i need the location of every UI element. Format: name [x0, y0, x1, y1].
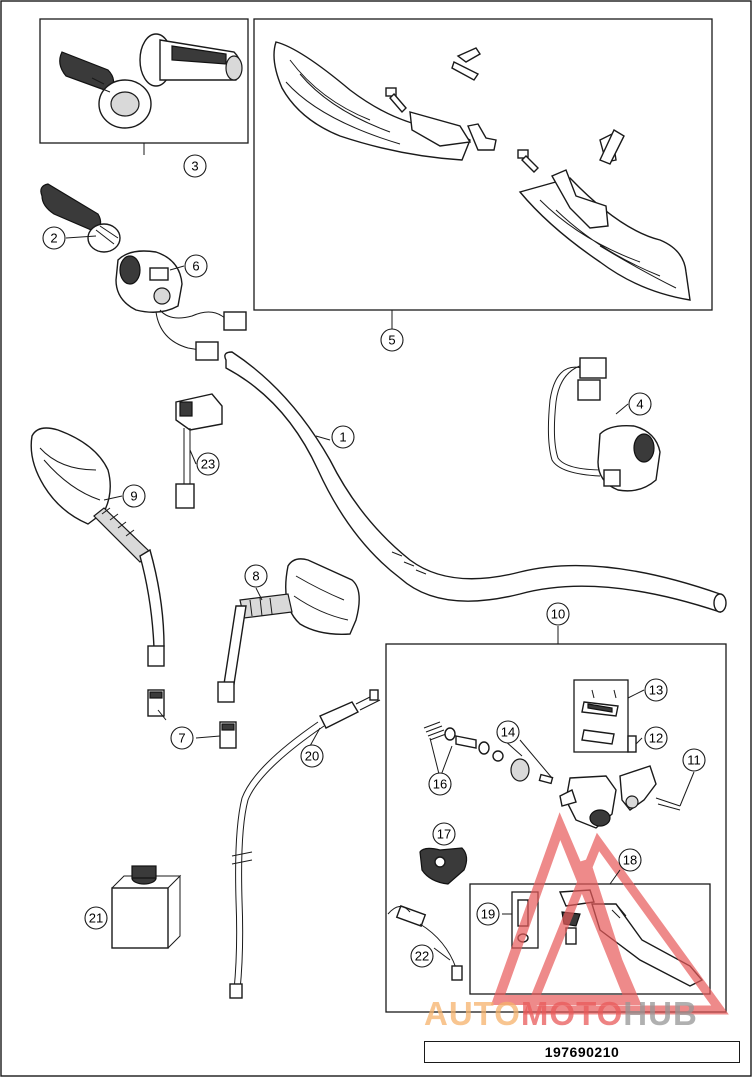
watermark-moto: MOTO — [520, 995, 624, 1032]
callout-label: 14 — [501, 725, 515, 740]
small-switch-image — [175, 393, 223, 509]
callout-5: 5 — [380, 328, 404, 352]
callout-label: 12 — [649, 731, 663, 746]
mirror-adapters-image — [147, 689, 237, 749]
callout-19: 19 — [476, 902, 500, 926]
cable-image — [229, 689, 381, 999]
grip-left-image — [59, 51, 152, 129]
callout-label: 23 — [201, 457, 215, 472]
callout-label: 22 — [415, 949, 429, 964]
callout-label: 5 — [388, 333, 395, 348]
callout-4: 4 — [628, 392, 652, 416]
callout-label: 6 — [192, 259, 199, 274]
callout-12: 12 — [644, 726, 668, 750]
callout-23: 23 — [196, 452, 220, 476]
callout-label: 11 — [687, 753, 701, 768]
frame-hand-guards — [253, 18, 713, 311]
watermark-auto: AUTO — [424, 995, 521, 1032]
watermark-text: AUTOMOTOHUB — [424, 994, 744, 1034]
callout-label: 20 — [305, 749, 319, 764]
callout-label: 4 — [636, 397, 643, 412]
callout-16: 16 — [428, 772, 452, 796]
callout-label: 19 — [481, 907, 495, 922]
hand-guard-left-image — [273, 41, 497, 161]
frame-grips — [39, 18, 249, 144]
left-mirror-image — [30, 427, 165, 667]
callout-label: 13 — [649, 683, 663, 698]
callout-label: 18 — [623, 853, 637, 868]
hand-guard-screws-image — [385, 47, 625, 173]
callout-22: 22 — [410, 944, 434, 968]
callout-13: 13 — [644, 678, 668, 702]
callout-label: 10 — [551, 607, 565, 622]
callout-label: 1 — [339, 430, 346, 445]
callout-9: 9 — [122, 484, 146, 508]
callout-21: 21 — [84, 906, 108, 930]
callout-6: 6 — [184, 254, 208, 278]
callout-label: 17 — [437, 827, 451, 842]
callout-14: 14 — [496, 720, 520, 744]
callout-label: 16 — [433, 777, 447, 792]
callout-8: 8 — [244, 564, 268, 588]
callout-label: 8 — [252, 569, 259, 584]
callout-label: 7 — [178, 731, 185, 746]
document-number: 197690210 — [544, 1044, 620, 1060]
right-mirror-image — [217, 558, 360, 703]
callout-label: 2 — [50, 231, 57, 246]
watermark-logo — [490, 812, 729, 1015]
watermark-hub: HUB — [623, 995, 698, 1032]
callout-label: 9 — [130, 489, 137, 504]
callout-20: 20 — [300, 744, 324, 768]
callout-18: 18 — [618, 848, 642, 872]
right-switch-image — [547, 357, 661, 492]
oil-bottle-image — [111, 865, 182, 949]
document-number-box: 197690210 — [424, 1041, 740, 1063]
callout-label: 3 — [191, 159, 198, 174]
callout-2: 2 — [42, 226, 66, 250]
callout-11: 11 — [682, 748, 706, 772]
callout-label: 21 — [89, 911, 103, 926]
throttle-grip-image — [40, 183, 121, 253]
callout-7: 7 — [170, 726, 194, 750]
callout-10: 10 — [546, 602, 570, 626]
callout-1: 1 — [331, 425, 355, 449]
left-switch-image — [115, 250, 247, 361]
brake-switch-image — [387, 905, 463, 981]
handlebar-image — [224, 351, 727, 613]
callout-3: 3 — [183, 154, 207, 178]
master-cylinder-parts-image — [419, 679, 681, 885]
callout-17: 17 — [432, 822, 456, 846]
hand-guard-right-image — [518, 169, 691, 301]
grip-right-image — [139, 33, 243, 87]
